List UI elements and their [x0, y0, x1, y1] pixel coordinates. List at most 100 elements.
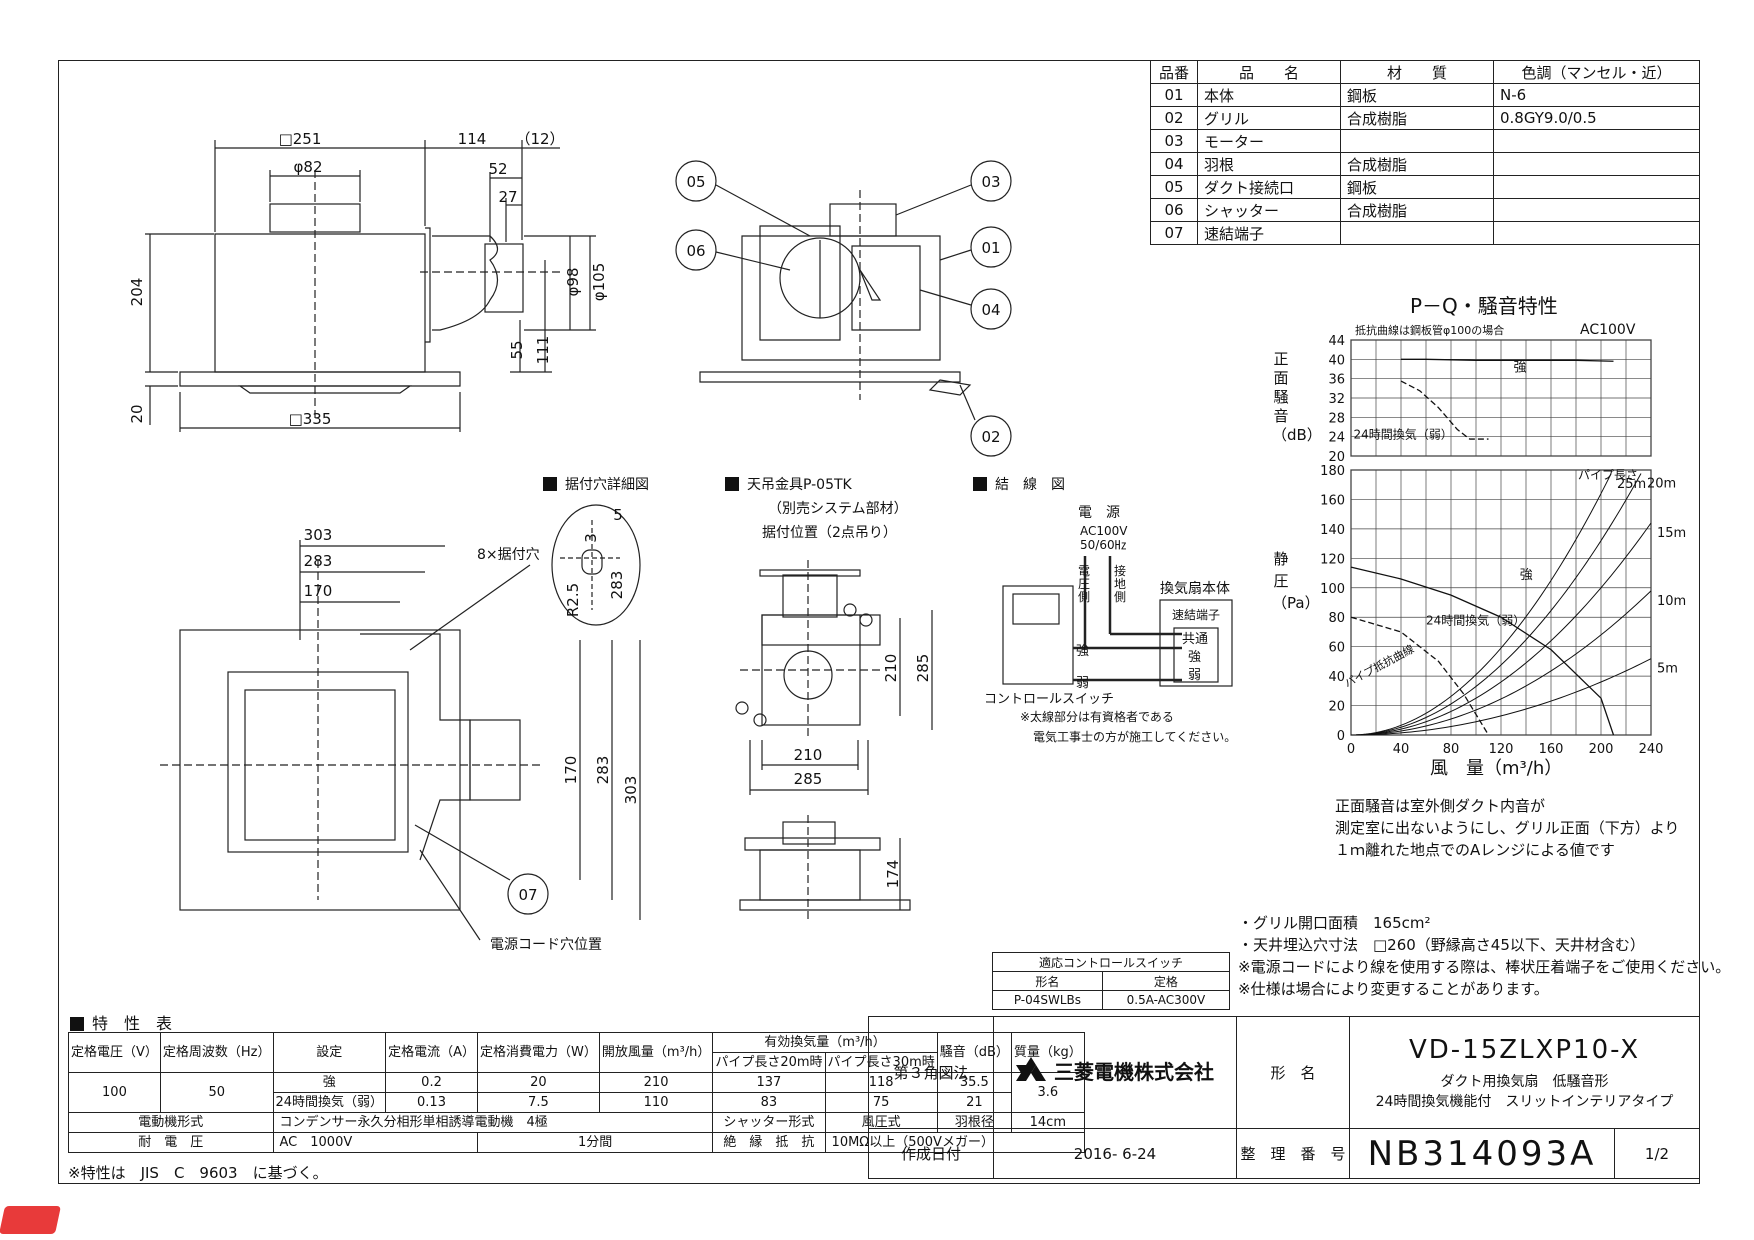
pq-y-tick-label: 160 [1320, 493, 1345, 508]
drawing-number: NB314093A [1349, 1128, 1615, 1179]
parts-cell: 06 [1150, 198, 1198, 222]
parts-cell: 03 [1150, 129, 1198, 153]
noise-tick-label: 32 [1328, 392, 1345, 407]
square-bullet-icon [725, 477, 739, 491]
pq-y-tick-label: 60 [1328, 641, 1345, 656]
dim-label: （12） [515, 130, 564, 148]
company-name: 三菱電機株式会社 [1054, 1060, 1214, 1085]
dim-label: □335 [289, 410, 332, 428]
wiring-live: 電圧側 [1078, 564, 1091, 604]
resistance-curve-label: 5m [1657, 662, 1678, 677]
square-bullet-icon [70, 1017, 84, 1031]
dim-label: 27 [498, 188, 517, 206]
dim-label: 114 [458, 130, 487, 148]
general-notes: ・グリル開口面積 165cm² ・天井埋込穴寸法 □260（野縁高さ45以下、天… [1238, 912, 1730, 1000]
mitsubishi-logo: 三菱電機株式会社 [1016, 1056, 1214, 1085]
noise-weak-series [1400, 380, 1489, 440]
pq-x-tick-label: 240 [1639, 742, 1664, 757]
noise-tick-label: 44 [1328, 334, 1345, 349]
wiring-note1: ※太線部分は有資格者である [1020, 710, 1174, 724]
wiring-strong: 強 [1188, 650, 1202, 665]
wiring-common: 共通 [1182, 632, 1209, 647]
hanger-label: 天吊金具P-05TK [747, 477, 852, 493]
dim-label: φ82 [294, 158, 323, 176]
parts-cell: 羽根 [1197, 152, 1341, 176]
parts-cell: 02 [1150, 106, 1198, 130]
dim-label: 07 [518, 886, 537, 904]
spec-cell: 83 [712, 1092, 826, 1113]
spec-footnote: ※特性は JIS C 9603 に基づく。 [68, 1164, 328, 1182]
parts-cell: 合成樹脂 [1340, 152, 1494, 176]
pq-weak-label: 24時間換気（弱） [1426, 613, 1525, 628]
dim-label: 210 [882, 654, 900, 683]
dim-label: 303 [622, 776, 640, 805]
parts-cell [1340, 129, 1494, 153]
wiring-note2: 電気工事士の方が施工してください。 [1033, 730, 1237, 744]
switch-header: 定格 [1101, 971, 1231, 991]
dim-label: 55 [508, 340, 526, 359]
resistance-curve [1350, 522, 1652, 736]
three-diamonds-icon [1016, 1056, 1046, 1081]
model-label: 形 名 [1236, 1016, 1350, 1129]
resistance-curve [1350, 473, 1642, 736]
pq-x-tick-label: 80 [1443, 742, 1460, 757]
wiring-sw-strong: 強 [1076, 644, 1090, 659]
model-desc2: 24時間換気機能付 スリットインテリアタイプ [1375, 1093, 1674, 1110]
spec-h-power: 定格消費電力（W） [476, 1032, 600, 1073]
pq-weak-series [1350, 616, 1490, 736]
pq-y-tick-label: 180 [1320, 464, 1345, 479]
pq-y-tick-label: 0 [1337, 729, 1345, 744]
mount-hole-count: 8×据付穴 [477, 547, 540, 563]
wiring-ac: AC100V [1080, 524, 1128, 538]
chart-note-line: 正面騒音は室外側ダクト内音が [1335, 797, 1546, 815]
spec-withstand: AC 1000V [272, 1132, 478, 1153]
callout-circles [507, 160, 1012, 915]
dim-label: φ105 [590, 263, 608, 302]
dim-label: 20 [128, 404, 146, 423]
spec-freq: 50 [159, 1072, 274, 1113]
dim-label: 01 [981, 239, 1000, 257]
pq-x-tick-label: 40 [1393, 742, 1410, 757]
square-bullet-icon [543, 477, 557, 491]
spec-title: 特 性 表 [70, 1010, 172, 1034]
spec-h-airflow: 開放風量（m³/h） [598, 1032, 714, 1073]
note-line: ※電源コードにより線を使用する際は、棒状圧着端子をご使用ください。 [1238, 958, 1731, 976]
mount-hole-header: 据付穴詳細図 [543, 474, 649, 494]
corner-mark [0, 1206, 61, 1234]
dim-label: 303 [304, 526, 333, 544]
parts-header: 品 名 [1197, 60, 1341, 84]
noise-tick-label: 20 [1328, 450, 1345, 465]
wiring-diagram [1002, 556, 1233, 687]
dim-label: 283 [304, 552, 333, 570]
dim-label: 174 [884, 860, 902, 889]
hanger-header: 天吊金具P-05TK [725, 474, 852, 494]
spec-h-setting: 設定 [272, 1032, 387, 1073]
dim-label: 5 [613, 506, 623, 524]
spec-title-text: 特 性 表 [92, 1014, 173, 1033]
spec-insul-label: 絶 縁 抵 抗 [712, 1132, 826, 1153]
chart-note-line: 測定室に出ないようにし、グリル正面（下方）より [1335, 819, 1680, 837]
spec-motor-label: 電動機形式 [68, 1112, 274, 1133]
pq-x-tick-label: 120 [1489, 742, 1514, 757]
noise-tick-label: 24 [1328, 431, 1345, 446]
side-view [699, 190, 972, 400]
wiring-switch: コントロールスイッチ [984, 692, 1115, 707]
spec-h-voltage: 定格電圧（V） [68, 1032, 161, 1073]
noise-tick-label: 40 [1328, 353, 1345, 368]
spec-cell: 110 [598, 1092, 714, 1113]
spec-shutter-label: シャッター形式 [712, 1112, 826, 1133]
switch-rating: 0.5A-AC300V [1101, 990, 1231, 1010]
chart-note: 正面騒音は室外側ダクト内音が 測定室に出ないようにし、グリル正面（下方）より １… [1335, 795, 1679, 861]
wiring-weak: 弱 [1188, 668, 1202, 683]
dim-label: □251 [279, 130, 322, 148]
pq-x-tick-label: 160 [1539, 742, 1564, 757]
model-desc1: ダクト用換気扇 低騒音形 [1440, 1073, 1609, 1090]
chart-subtitle: 抵抗曲線は鋼板管φ100の場合 [1355, 324, 1505, 337]
pq-y-tick-label: 20 [1328, 700, 1345, 715]
title-block: 第３角図法 三菱電機株式会社 形 名 VD-15ZLXP10-X ダクト用換気扇… [868, 1016, 1700, 1179]
